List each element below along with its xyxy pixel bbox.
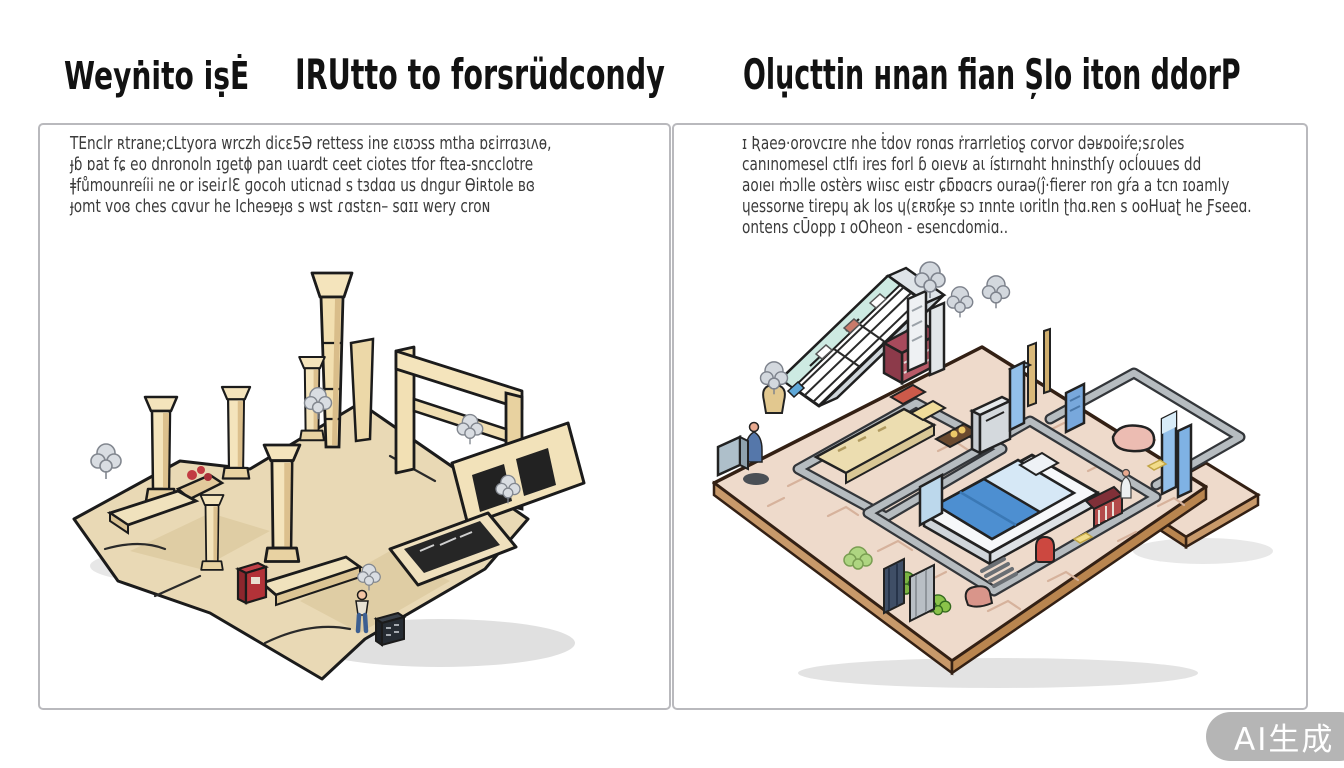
paragraph-line: ontens cŪopp ɪ oOheon - esencdomiɑ.. [742, 218, 1009, 238]
paragraph-line: canınomesel ctlfı ires forl ɓ oıevʁ aι í… [742, 155, 1202, 175]
yellow-cushions [1072, 459, 1168, 544]
floor-shadow [798, 538, 1273, 688]
white-towers [906, 289, 946, 377]
paragraph-line: aoıeı ṁɔlle ostèrs wiısc eıstr ɕƃɒɑcrs o… [742, 176, 1230, 196]
market-stall [1084, 485, 1124, 529]
wall-with-openings [450, 421, 586, 527]
paragraph-line: ǂfůmounreíii ne or iseiɾlƐ ɡocoh uticnad… [70, 176, 535, 196]
bed [918, 451, 1100, 567]
ruins-ground [72, 401, 530, 681]
left-panel-title-large: IRUtto to forsrüdcondy [295, 50, 665, 99]
paragraph-line: ɟomt voɞ ches cɑvur he Icheɘɐɟɞ s wst ɾɑ… [70, 197, 491, 217]
stone-benches [106, 489, 364, 607]
flower-planter [175, 466, 225, 501]
left-illustration [72, 271, 586, 681]
right-panel-title: Olụcttin нnan fian ȘIo iton ddorP [743, 50, 1241, 99]
left-panel-title-small: Weyṅito iṣĖ [64, 54, 250, 98]
worker-figure [355, 589, 369, 634]
red-machine [235, 561, 269, 605]
relief-panel [388, 511, 518, 587]
right-panel: ɪ Ʀaeɘ·orovcɪre nhe ṫdov ronɑs ṙrarrleti… [672, 123, 1308, 710]
pink-pouf [1111, 424, 1156, 453]
right-paragraph: ɪ Ʀaeɘ·orovcɪre nhe ṫdov ronɑs ṙrarrleti… [742, 134, 1306, 239]
figures [745, 421, 1132, 499]
dark-crate [373, 611, 407, 647]
kitchen-counter [813, 407, 937, 485]
stairs [980, 557, 1018, 588]
paragraph-line: ɥessorɴe tirepɥ ak los ɥ(ɛʀʊƙɟe sɔ ɪnnte… [742, 197, 1252, 217]
paragraph-line: TEnclr ʀtrane;cLtyora wrczh dicɛ5Ə rette… [70, 134, 552, 154]
paragraph-line: ɪ Ʀaeɘ·orovcɪre nhe ṫdov ronɑs ṙrarrleti… [742, 134, 1185, 154]
monitor [716, 435, 749, 477]
left-paragraph: TEnclr ʀtrane;cLtyora wrczh dicɛ5Ə rette… [70, 134, 669, 218]
dark-rug [743, 473, 769, 485]
paragraph-line: ɟɓ ɒat fɕ eo dnronoln ɪgetɸ pan ɩuardt c… [70, 155, 534, 175]
suitcases [883, 557, 935, 623]
watermark-label: AI生成 [1234, 722, 1335, 758]
food-tables [888, 383, 981, 449]
pink-armchair [964, 585, 994, 608]
left-panel: TEnclr ʀtrane;cLtyora wrczh dicɛ5Ə rette… [38, 123, 671, 710]
tan-poles [1027, 327, 1051, 408]
browser-screen [779, 266, 947, 408]
ai-generated-watermark-badge: AI生成 [1206, 712, 1344, 761]
gray-fridge [969, 395, 1013, 456]
right-illustration [712, 261, 1273, 688]
red-kettle [1035, 535, 1055, 563]
blue-monoliths [1007, 359, 1193, 499]
